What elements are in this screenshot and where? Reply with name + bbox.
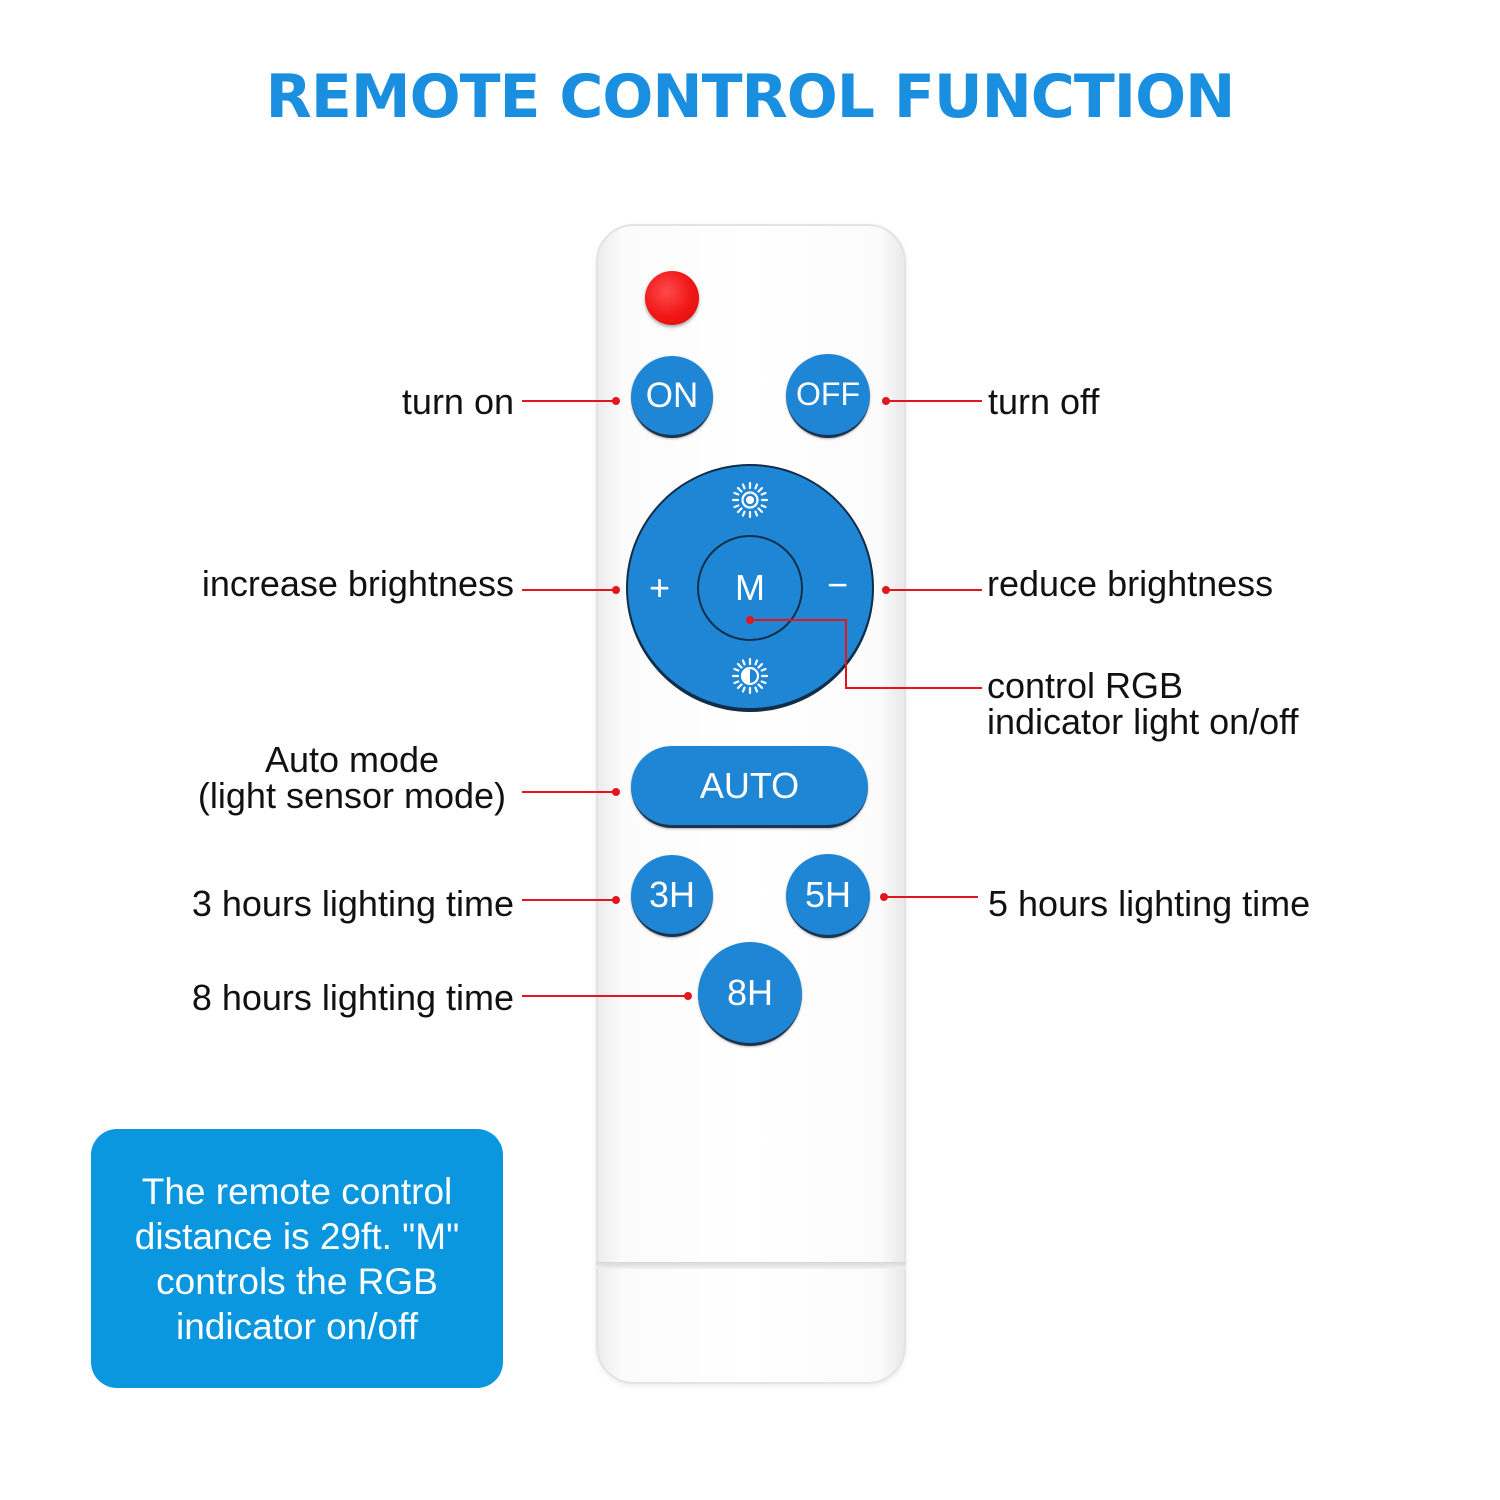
half-sun-icon[interactable] bbox=[730, 656, 770, 696]
label-auto-mode: Auto mode (light sensor mode) bbox=[186, 742, 518, 814]
info-line-3: controls the RGB bbox=[156, 1261, 438, 1302]
label-3-hours: 3 hours lighting time bbox=[191, 883, 514, 924]
label-5-hours: 5 hours lighting time bbox=[988, 883, 1311, 924]
minus-button[interactable]: − bbox=[827, 564, 849, 605]
info-line-4: indicator on/off bbox=[175, 1306, 419, 1347]
sun-icon[interactable] bbox=[730, 480, 770, 520]
3h-button[interactable]: 3H bbox=[631, 855, 713, 937]
remote-seam bbox=[596, 1262, 906, 1269]
label-control-rgb: control RGB indicator light on/off bbox=[987, 668, 1299, 740]
on-button[interactable]: ON bbox=[631, 356, 713, 438]
info-box: The remote control distance is 29ft. "M"… bbox=[91, 1129, 503, 1388]
info-line-1: The remote control bbox=[141, 1171, 453, 1212]
page-title: REMOTE CONTROL FUNCTION bbox=[265, 62, 1236, 132]
red-indicator-led-icon bbox=[645, 271, 699, 325]
8h-button[interactable]: 8H bbox=[698, 942, 802, 1046]
off-button[interactable]: OFF bbox=[786, 354, 870, 438]
label-auto-line1: Auto mode bbox=[264, 739, 440, 780]
label-increase-brightness: increase brightness bbox=[201, 563, 514, 604]
label-auto-line2: (light sensor mode) bbox=[197, 775, 507, 816]
plus-button[interactable]: + bbox=[649, 567, 671, 608]
label-control-rgb-line1: control RGB bbox=[987, 665, 1184, 706]
info-line-2: distance is 29ft. "M" bbox=[134, 1216, 460, 1257]
auto-button[interactable]: AUTO bbox=[631, 746, 868, 828]
label-reduce-brightness: reduce brightness bbox=[987, 563, 1274, 604]
label-8-hours: 8 hours lighting time bbox=[191, 977, 514, 1018]
5h-button[interactable]: 5H bbox=[786, 854, 870, 938]
label-turn-on: turn on bbox=[401, 381, 514, 422]
label-control-rgb-line2: indicator light on/off bbox=[987, 701, 1299, 742]
label-turn-off: turn off bbox=[988, 381, 1100, 422]
